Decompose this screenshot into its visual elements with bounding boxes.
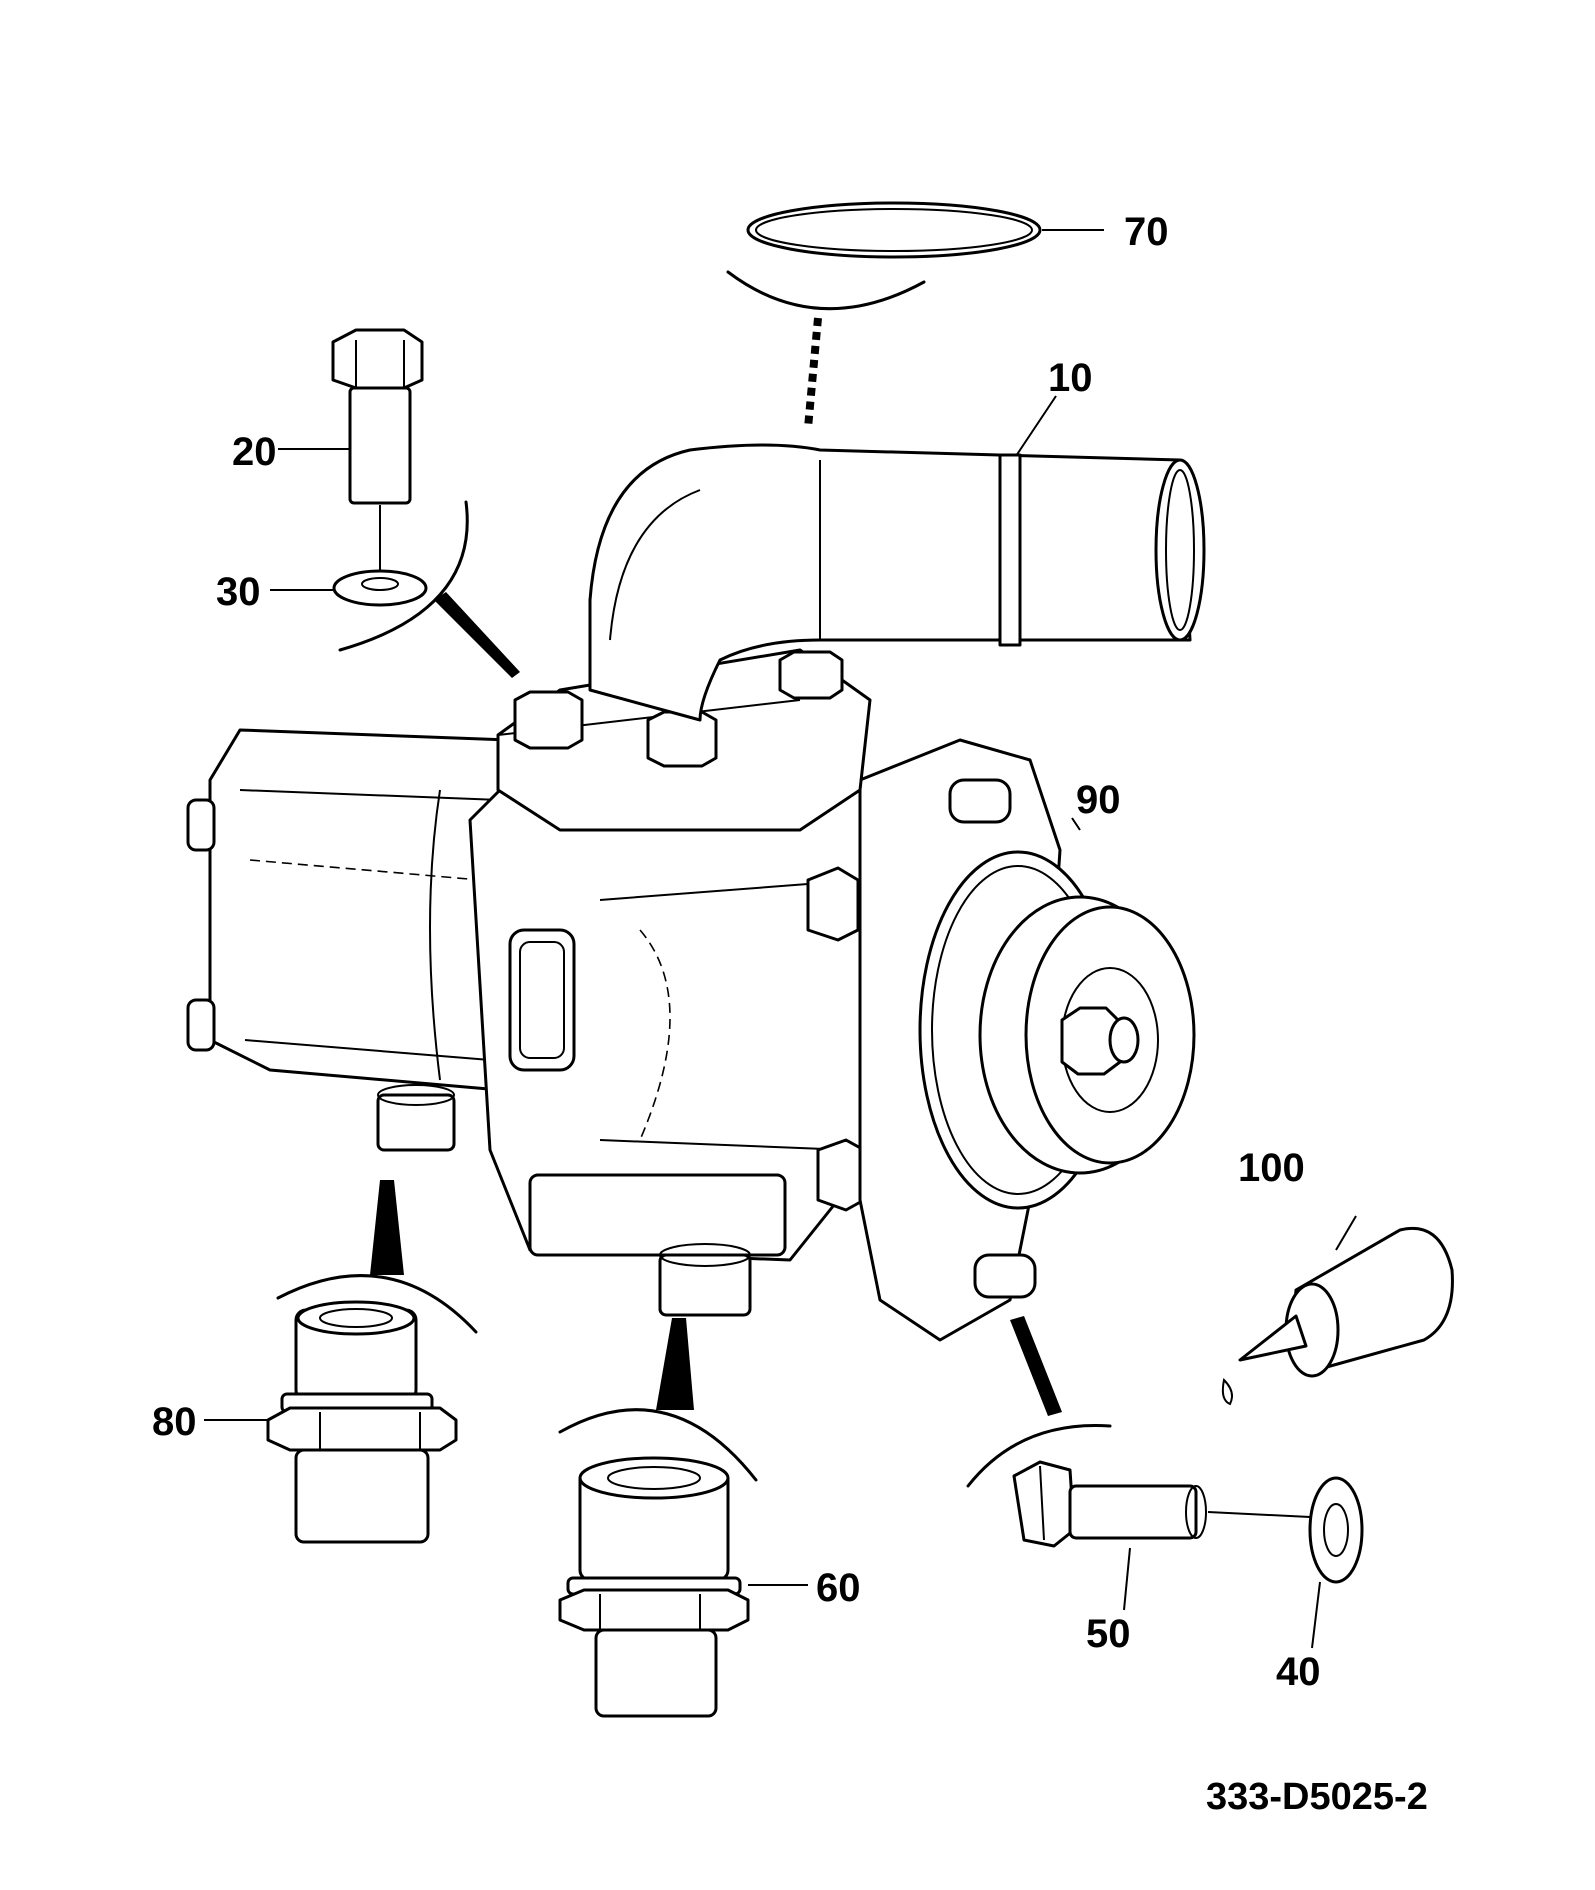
callout-leaders (204, 229, 1357, 1649)
bolt-part-20 (331, 328, 424, 575)
callout-30: 30 (216, 570, 261, 614)
detail-arc-70 (726, 270, 926, 311)
callout-40: 40 (1276, 1650, 1321, 1694)
o-ring-part-70 (746, 201, 1042, 259)
detail-arc-60 (558, 1408, 758, 1482)
pump-body-part-90 (186, 648, 1196, 1342)
callout-70: 70 (1124, 210, 1169, 254)
bolt-part-50 (1012, 1460, 1311, 1548)
adapter-part-60 (558, 1456, 750, 1718)
callout-10: 10 (1048, 356, 1093, 400)
leader-arrow-50 (1010, 1316, 1062, 1416)
adapter-part-80 (266, 1300, 458, 1544)
leader-arrow-60 (656, 1318, 694, 1410)
leader-arrow-30 (434, 592, 520, 678)
detail-arc-50 (966, 1424, 1112, 1488)
callout-50: 50 (1086, 1612, 1131, 1656)
detail-arc-80 (276, 1274, 478, 1334)
washer-part-30 (332, 569, 428, 607)
leader-arrow-80 (370, 1180, 404, 1275)
leader-arrow-70 (804, 317, 822, 429)
callout-80: 80 (152, 1400, 197, 1444)
sealant-part-100 (1221, 1226, 1454, 1406)
drawing-number: 333-D5025-2 (1206, 1776, 1428, 1818)
callout-60: 60 (816, 1566, 861, 1610)
detail-arc-20-30 (338, 500, 469, 652)
callout-20: 20 (232, 430, 277, 474)
outlet-elbow-part-10 (588, 443, 1206, 722)
washer-part-40 (1308, 1476, 1364, 1584)
callout-100: 100 (1238, 1146, 1305, 1190)
callout-90: 90 (1076, 778, 1121, 822)
